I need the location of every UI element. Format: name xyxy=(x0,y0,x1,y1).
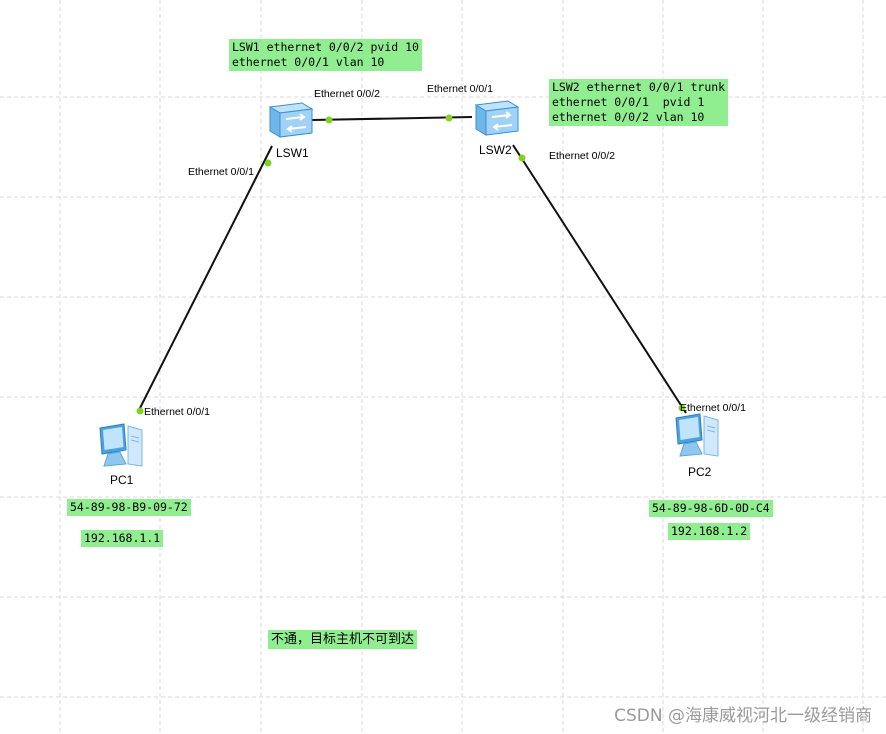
port-label-pc1-e001: Ethernet 0/0/1 xyxy=(144,406,210,418)
link-lsw2-pc2[interactable] xyxy=(512,144,687,414)
note-line: ethernet 0/0/1 pvid 1 xyxy=(552,95,705,109)
computer-icon xyxy=(99,423,143,467)
note-lsw1-config[interactable]: LSW1 ethernet 0/0/2 pvid 10 ethernet 0/0… xyxy=(229,39,422,71)
port-dot-lsw2-e002[interactable] xyxy=(518,154,526,162)
device-label-lsw2: LSW2 xyxy=(479,143,512,157)
note-pc2-ip[interactable]: 192.168.1.2 xyxy=(668,523,751,540)
port-dot-lsw1-e001[interactable] xyxy=(264,159,272,167)
port-dot-pc2-e001[interactable] xyxy=(678,404,686,412)
note-line: LSW1 ethernet 0/0/2 pvid 10 xyxy=(232,40,419,54)
note-pc1-mac[interactable]: 54-89-98-B9-09-72 xyxy=(67,499,191,516)
device-label-lsw1: LSW1 xyxy=(276,146,309,160)
switch-lsw2[interactable] xyxy=(472,97,520,139)
switch-icon xyxy=(268,102,314,138)
note-lsw2-config[interactable]: LSW2 ethernet 0/0/1 trunk ethernet 0/0/1… xyxy=(549,79,729,126)
note-line: ethernet 0/0/1 vlan 10 xyxy=(232,55,385,69)
note-pc1-ip[interactable]: 192.168.1.1 xyxy=(81,530,164,547)
device-label-pc1: PC1 xyxy=(110,473,134,487)
port-dot-pc1-e001[interactable] xyxy=(136,407,144,415)
note-result[interactable]: 不通，目标主机不可到达 xyxy=(268,630,418,649)
port-label-lsw2-e002: Ethernet 0/0/2 xyxy=(549,150,615,162)
note-line: LSW2 ethernet 0/0/1 trunk xyxy=(552,80,726,94)
port-dot-lsw2-e001[interactable] xyxy=(445,114,453,122)
switch-lsw1[interactable] xyxy=(266,99,314,141)
computer-icon xyxy=(675,413,719,457)
port-dot-lsw1-e002[interactable] xyxy=(325,116,333,124)
pc-pc2[interactable] xyxy=(672,410,726,460)
link-lsw1-pc1[interactable] xyxy=(137,145,273,413)
switch-icon xyxy=(474,100,520,136)
links xyxy=(137,116,687,414)
port-label-lsw2-e001: Ethernet 0/0/1 xyxy=(427,83,493,95)
note-line: ethernet 0/0/2 vlan 10 xyxy=(552,110,705,124)
pc-pc1[interactable] xyxy=(96,420,150,470)
device-label-pc2: PC2 xyxy=(688,465,712,479)
note-pc2-mac[interactable]: 54-89-98-6D-0D-C4 xyxy=(649,500,773,517)
port-dots xyxy=(136,114,686,415)
watermark: CSDN @海康威视河北一级经销商 xyxy=(614,706,872,726)
port-label-lsw1-e002: Ethernet 0/0/2 xyxy=(314,88,380,100)
port-label-pc2-e001: Ethernet 0/0/1 xyxy=(680,402,746,414)
port-label-lsw1-e001: Ethernet 0/0/1 xyxy=(188,166,254,178)
link-lsw1-lsw2[interactable] xyxy=(311,116,473,121)
